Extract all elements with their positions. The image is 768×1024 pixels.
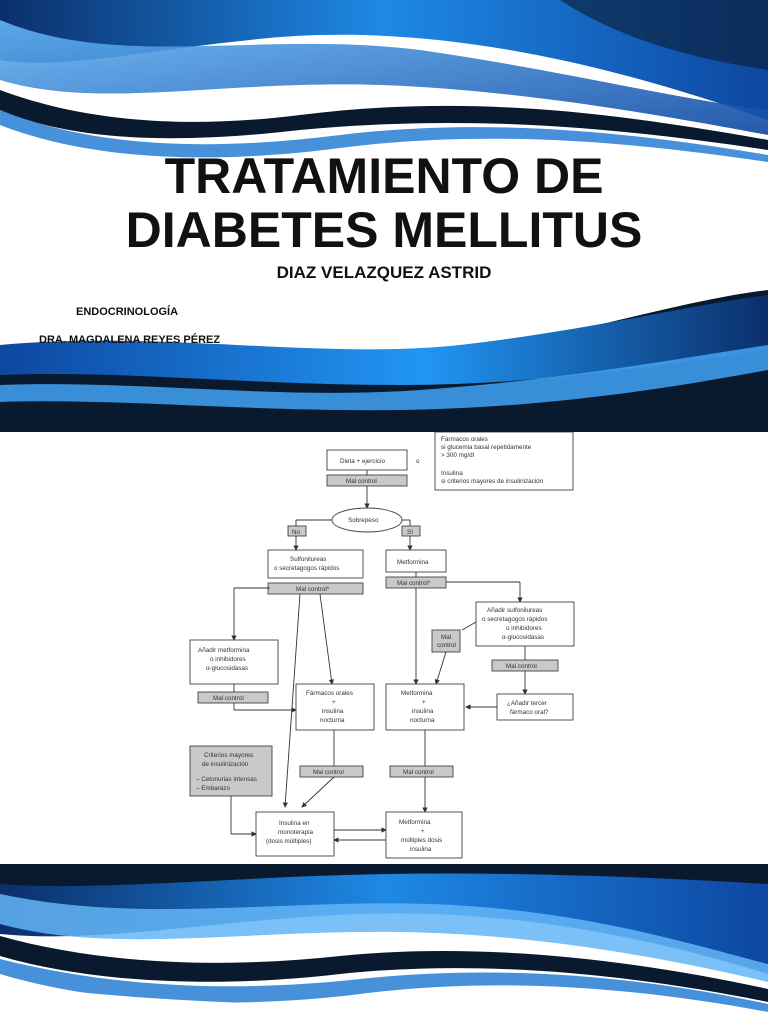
criteria-line-2: de insulinización <box>202 761 249 768</box>
yes-text: Sí <box>407 529 413 536</box>
third-line-2: fármaco oral? <box>510 709 549 716</box>
oral-box-line-1: Fármacos orales <box>441 436 488 443</box>
diet-exercise-text: Dieta + ejercicio <box>340 458 385 465</box>
oral-ins-line-1: Fármacos orales <box>306 690 353 697</box>
met-multi-line-1: Metformina <box>399 819 431 826</box>
criteria-line-4: – Cetonurias intensas <box>196 776 257 783</box>
bad-control-text-5: Mal control <box>506 663 537 670</box>
top-wave-decoration <box>0 0 768 162</box>
met-multi-line-3: múltiples dosis <box>401 837 442 844</box>
sulfo-line-1: Sulfonilureas <box>290 556 326 563</box>
bad-control-text-1: Mal control <box>346 478 377 485</box>
oral-ins-line-3: insulina <box>322 708 344 715</box>
mono-line-3: (dosis múltiples) <box>266 838 312 845</box>
mono-line-2: monoterapia <box>278 829 314 836</box>
no-label-box <box>287 525 307 537</box>
author-name: DIAZ VELAZQUEZ ASTRID <box>276 263 492 282</box>
add-sulfonylureas-box <box>475 601 575 647</box>
add-sulfo-line-2: o secretagogos rápidos <box>482 616 547 623</box>
bad-control-box-8 <box>389 765 454 778</box>
oral-plus-insulin-box <box>295 683 375 731</box>
metformin-multiple-insulin-box <box>385 811 463 859</box>
major-criteria-box <box>189 745 273 797</box>
treatment-flowchart: Dieta + ejercicio o Fármacos orales si g… <box>0 432 768 864</box>
add-metformin-box <box>189 639 279 685</box>
bad-control-box-7 <box>299 765 364 778</box>
met-multi-line-4: insulina <box>410 846 432 853</box>
yes-label-box <box>401 525 421 537</box>
oral-box-line-3: > 300 mg/dl <box>441 452 474 459</box>
bad-control-box-2 <box>267 582 364 595</box>
metformin-text: Metformina <box>397 559 429 566</box>
add-sulfo-line-4: α-glucosidasas <box>502 634 544 641</box>
teacher-label: DRA. MAGDALENA REYES PÉREZ <box>39 334 221 346</box>
add-sulfo-line-1: Añadir sulfonilureas <box>487 607 542 614</box>
bad-control-box-4 <box>197 691 269 704</box>
add-met-line-2: o inhibidores <box>210 656 246 663</box>
bad-control-text-4: Mal control <box>213 695 244 702</box>
bad-control-text-8: Mal control <box>403 769 434 776</box>
bad-control-small-1: Mal <box>441 634 451 641</box>
met-ins-line-1: Metformina <box>401 690 433 697</box>
metformin-plus-insulin-box <box>385 683 465 731</box>
bottom-wave-decoration <box>0 864 768 1024</box>
oral-box-line-2: si glucemia basal repetidamente <box>441 444 532 451</box>
or-text: o <box>416 458 420 465</box>
bad-control-text-3: Mal control* <box>397 580 431 587</box>
title-line-2: DIABETES MELLITUS <box>125 202 643 258</box>
add-third-drug-box <box>496 693 574 721</box>
met-ins-line-2: + <box>422 699 426 706</box>
met-ins-line-4: nocturna <box>410 717 435 724</box>
met-multi-line-2: + <box>421 828 425 835</box>
bad-control-text-2: Mal control* <box>296 586 330 593</box>
bad-control-text-7: Mal control <box>313 769 344 776</box>
oral-box-line-5: Insulina <box>441 470 463 477</box>
overweight-text: Sobrepeso <box>348 517 379 524</box>
third-line-1: ¿Añadir tercer <box>507 700 547 707</box>
criteria-line-5: – Embarazo <box>196 785 230 792</box>
add-met-line-1: Añadir metformina <box>198 647 250 654</box>
insulin-monotherapy-box <box>255 811 335 857</box>
met-ins-line-3: insulina <box>412 708 434 715</box>
add-met-line-3: α-glucosidasas <box>206 665 248 672</box>
course-label: ENDOCRINOLOGÍA <box>76 306 179 318</box>
oral-ins-line-2: + <box>332 699 336 706</box>
title-line-1: TRATAMIENTO DE <box>164 148 604 204</box>
oral-box-line-6: si criterios mayores de insulinización <box>441 478 544 485</box>
no-text: No <box>292 529 301 536</box>
sulfonylureas-box <box>267 549 364 579</box>
add-sulfo-line-3: o inhibidores <box>506 625 542 632</box>
oral-drugs-criteria-box <box>434 432 574 491</box>
sulfo-line-2: o secretagogos rápidos <box>274 565 339 572</box>
criteria-line-1: Criterios mayores <box>204 752 253 759</box>
bad-control-small-2: control <box>437 642 456 649</box>
middle-wave-decoration <box>0 290 768 432</box>
oral-ins-line-4: nocturna <box>320 717 345 724</box>
mono-line-1: Insulina en <box>279 820 310 827</box>
